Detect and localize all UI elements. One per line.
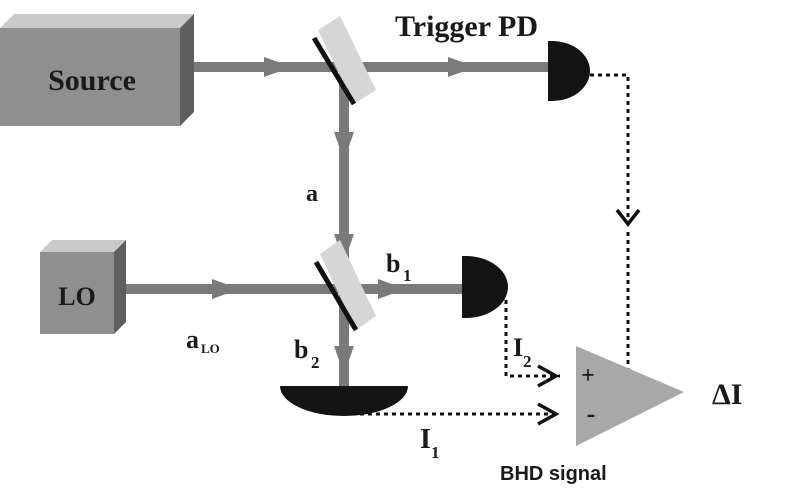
signal-trigger-arrowhead (615, 208, 641, 227)
splitter-top-mirror (311, 36, 357, 106)
arrow-a-1 (334, 132, 354, 160)
trigger-pd-detector (548, 41, 590, 101)
bhd-signal-label: BHD signal (500, 463, 607, 485)
lo-box-top (40, 240, 126, 252)
source-label: Source (48, 64, 136, 97)
lo-label: LO (58, 282, 96, 311)
lo-box-side (114, 240, 126, 334)
delta-i-label: ΔI (712, 378, 742, 411)
i2-label-main: I (513, 333, 523, 362)
splitter-top-plate (318, 16, 376, 104)
b1-label-main: b (386, 249, 400, 278)
splitter-bottom-plate (320, 240, 376, 330)
signal-i2 (504, 300, 560, 378)
b2-label-sub: 2 (311, 353, 320, 372)
i2-label: I 2 (513, 333, 532, 371)
i1-label-main: I (420, 424, 431, 455)
i1-label-sub: 1 (431, 443, 440, 462)
differential-amplifier (576, 346, 684, 446)
b1-label: b 1 (386, 249, 412, 285)
a-lo-label: a LO (186, 325, 220, 356)
beam-splitter-bottom (313, 240, 376, 332)
mode-a-label: a (306, 181, 318, 207)
signal-trigger-down (590, 73, 630, 220)
lo-box: LO (40, 240, 126, 334)
detector-b1 (462, 256, 508, 318)
arrow-lo (212, 279, 240, 299)
arrow-b2 (334, 346, 354, 374)
b2-label-main: b (294, 335, 308, 364)
lo-box-front (40, 252, 114, 334)
beam-splitter-top (311, 16, 376, 106)
arrow-source-1 (264, 57, 292, 77)
beam-arrows (212, 57, 476, 374)
i2-label-sub: 2 (523, 352, 532, 371)
trigger-pd-label: Trigger PD (395, 10, 538, 43)
arrow-b1 (378, 279, 406, 299)
signal-arrowheads (537, 208, 641, 426)
signal-i1-arrowhead (537, 402, 560, 426)
signal-lines (352, 73, 630, 416)
amp-minus-label: - (587, 399, 596, 428)
arrow-source-2 (448, 57, 476, 77)
amp-plus-label: + (581, 363, 595, 389)
source-box: Source (0, 14, 194, 126)
splitter-bottom-mirror (313, 260, 359, 332)
b1-label-sub: 1 (403, 266, 412, 285)
detector-b2 (280, 386, 408, 416)
source-box-side (180, 14, 194, 126)
a-lo-label-main: a (186, 325, 199, 354)
source-box-top (0, 14, 194, 28)
source-box-front (0, 28, 180, 126)
i1-label: I 1 (420, 424, 440, 462)
a-lo-label-sub: LO (201, 341, 220, 356)
b2-label: b 2 (294, 335, 320, 372)
signal-i2-arrowhead (537, 364, 560, 388)
